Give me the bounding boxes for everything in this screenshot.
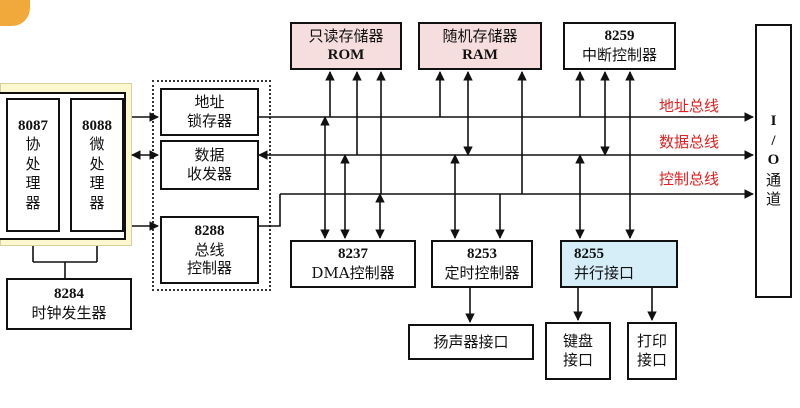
coprocessor-8087[interactable]: 8087 协 处 理 器 — [6, 98, 60, 232]
cpu-char: 处 — [89, 154, 105, 173]
coprocessor-char: 理 — [25, 174, 41, 193]
control-bus-label: 控制总线 — [659, 170, 720, 188]
latch-line2: 锁存器 — [186, 112, 232, 130]
keyboard-interface[interactable]: 键盘 接口 — [545, 322, 611, 380]
clock-label: 时钟发生器 — [31, 304, 107, 322]
printer-line1: 打印 — [636, 332, 667, 351]
parallel-interface-8255[interactable]: 8255 并行接口 — [560, 240, 678, 288]
address-bus-label: 地址总线 — [659, 97, 720, 115]
bus-controller-number: 8288 — [194, 222, 225, 239]
io-channel[interactable]: I / O 通 道 — [755, 24, 792, 298]
coprocessor-char: 处 — [25, 154, 41, 173]
bus-controller-line2: 控制器 — [186, 259, 232, 278]
cpu-char: 微 — [89, 135, 105, 154]
ram-box[interactable]: 随机存储器 RAM — [418, 22, 542, 70]
address-latch[interactable]: 地址 锁存器 — [160, 88, 259, 136]
keyboard-line1: 键盘 — [562, 332, 593, 351]
printer-interface[interactable]: 打印 接口 — [627, 322, 677, 380]
cpu-number: 8088 — [82, 117, 112, 134]
coprocessor-number: 8087 — [18, 117, 48, 134]
data-transceiver[interactable]: 数据 收发器 — [160, 140, 259, 190]
ram-sub: RAM — [462, 47, 498, 63]
ppi-number: 8255 — [574, 246, 604, 263]
cpu-char: 理 — [89, 174, 105, 193]
bus-controller-to-control-bus — [259, 194, 281, 227]
io-char: 道 — [765, 190, 781, 209]
dma-number: 8237 — [338, 246, 368, 263]
ram-label: 随机存储器 — [442, 27, 518, 46]
pic-label: 中断控制器 — [581, 46, 657, 64]
dma-label: DMA控制器 — [311, 264, 395, 282]
transceiver-line2: 收发器 — [186, 165, 232, 183]
bus-interface-group — [152, 80, 271, 291]
latch-line1: 地址 — [194, 93, 225, 112]
timer-controller-8253[interactable]: 8253 定时控制器 — [431, 240, 533, 288]
clock-generator-8284[interactable]: 8284 时钟发生器 — [6, 278, 132, 330]
dma-controller-8237[interactable]: 8237 DMA控制器 — [290, 240, 416, 288]
rom-label: 只读存储器 — [308, 27, 384, 46]
clock-number: 8284 — [54, 286, 84, 303]
ppi-label: 并行接口 — [574, 264, 635, 282]
bus-controller-line1: 总线 — [194, 240, 225, 259]
transceiver-line1: 数据 — [194, 146, 225, 165]
cpu-char: 器 — [89, 193, 105, 212]
speaker-label: 扬声器接口 — [433, 332, 509, 351]
printer-line2: 接口 — [636, 351, 667, 369]
io-char: 通 — [765, 170, 781, 189]
io-char: O — [767, 152, 780, 169]
io-char: I — [770, 113, 777, 130]
coprocessor-char: 器 — [25, 193, 41, 212]
interrupt-controller-8259[interactable]: 8259 中断控制器 — [563, 22, 676, 70]
io-char: / — [771, 132, 776, 149]
rom-box[interactable]: 只读存储器 ROM — [290, 22, 402, 70]
timer-label: 定时控制器 — [444, 264, 520, 282]
pic-number: 8259 — [604, 28, 635, 45]
keyboard-line2: 接口 — [562, 351, 593, 369]
rom-sub: ROM — [327, 47, 365, 63]
coprocessor-char: 协 — [25, 135, 41, 154]
bus-controller-8288[interactable]: 8288 总线 控制器 — [160, 216, 259, 284]
data-bus-label: 数据总线 — [659, 133, 720, 151]
cpu-8088[interactable]: 8088 微 处 理 器 — [70, 98, 124, 232]
speaker-interface[interactable]: 扬声器接口 — [408, 324, 534, 360]
timer-number: 8253 — [467, 246, 497, 263]
